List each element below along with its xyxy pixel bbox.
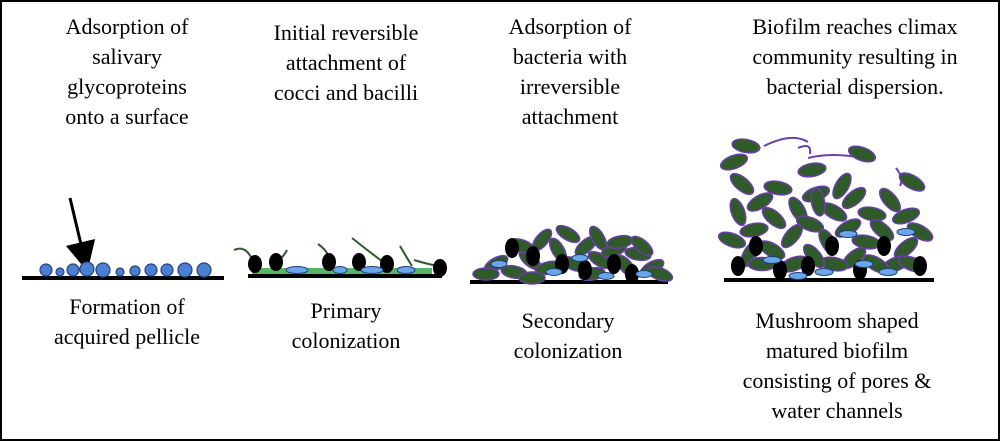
water-channel (396, 266, 416, 274)
stage4-top-caption: Biofilm reaches climax community resulti… (752, 14, 958, 99)
glycoprotein (196, 262, 212, 278)
stage2-bacteria (233, 237, 447, 277)
bacillus (746, 192, 774, 212)
bacillus (763, 180, 793, 196)
water-channel (838, 230, 858, 238)
bacillus (841, 186, 867, 210)
stage1-top-caption: Adsorption of salivary glycoproteins ont… (65, 14, 189, 129)
water-channel (896, 228, 916, 236)
coccus (801, 256, 815, 276)
bacillus (729, 197, 747, 227)
coccus (877, 236, 891, 256)
bacillus (719, 153, 749, 171)
water-channel (285, 266, 309, 274)
coccus (913, 256, 927, 276)
stage2-primary (233, 237, 447, 278)
water-channel (597, 272, 615, 280)
glycoprotein (79, 261, 95, 277)
coccus (380, 255, 394, 273)
water-channel (814, 268, 834, 276)
coccus (269, 253, 283, 271)
bacillus (472, 267, 500, 281)
bacillus (898, 172, 926, 192)
water-channel (878, 268, 898, 276)
stage3-bacteria (472, 224, 674, 285)
flagellum (763, 136, 809, 147)
bacillus (869, 218, 895, 242)
bacillus (891, 207, 921, 225)
bacillus (878, 187, 902, 213)
bacillus (847, 145, 877, 163)
bacillus (717, 231, 747, 249)
coccus (825, 236, 839, 256)
bacillus (518, 271, 546, 285)
water-channel (490, 260, 508, 268)
flagellum (399, 245, 413, 267)
stage3-bottom-caption: Secondary colonization (513, 308, 623, 363)
coccus (625, 264, 639, 284)
coccus (505, 238, 519, 258)
bacillus (588, 225, 608, 251)
water-channel (332, 266, 348, 274)
glycoprotein-group (39, 261, 212, 278)
bacillus (761, 206, 787, 230)
arrow-icon (65, 197, 96, 272)
water-channel (854, 260, 874, 268)
water-channel (360, 266, 384, 274)
bacillus (555, 224, 581, 244)
glycoprotein (115, 267, 125, 277)
glycoprotein (177, 262, 193, 278)
bacillus (731, 138, 761, 154)
coccus (731, 256, 745, 276)
coccus (526, 246, 540, 266)
stage4-bottom-caption: Mushroom shaped matured biofilm consisti… (742, 308, 932, 423)
water-channel (635, 270, 653, 278)
stage2-top-caption: Initial reversible attachment of cocci a… (273, 20, 419, 105)
coccus (607, 254, 621, 274)
stage1-bottom-caption: Formation of acquired pellicle (54, 294, 200, 349)
coccus (749, 236, 763, 256)
glycoprotein (160, 263, 174, 277)
stage2-bottom-caption: Primary colonization (291, 298, 401, 353)
bacillus (630, 235, 654, 257)
glycoprotein (95, 262, 111, 278)
glycoprotein (55, 267, 65, 277)
water-channel (788, 272, 808, 280)
water-channel (762, 256, 782, 264)
water-channel (545, 268, 563, 276)
bacillus (646, 266, 674, 282)
bacillus (832, 172, 852, 200)
stage4-bacteria (717, 136, 934, 280)
stage3-top-caption: Adsorption of bacteria with irreversible… (508, 14, 632, 129)
bacillus (797, 162, 827, 178)
coccus (433, 259, 447, 277)
bacillus (906, 222, 934, 242)
stage3-secondary (470, 224, 674, 285)
coccus (773, 260, 787, 280)
flagellum (797, 145, 812, 155)
glycoprotein (129, 265, 141, 277)
stage1-pellicle (22, 197, 224, 280)
glycoprotein (144, 263, 158, 277)
bacillus (729, 172, 755, 196)
coccus (248, 255, 262, 273)
stage4-mature (717, 136, 934, 282)
coccus (322, 253, 336, 271)
glycoprotein (66, 263, 80, 277)
coccus (578, 260, 592, 280)
bacillus (810, 187, 826, 217)
water-channel (571, 254, 589, 262)
glycoprotein (39, 263, 53, 277)
coccus (352, 253, 366, 271)
